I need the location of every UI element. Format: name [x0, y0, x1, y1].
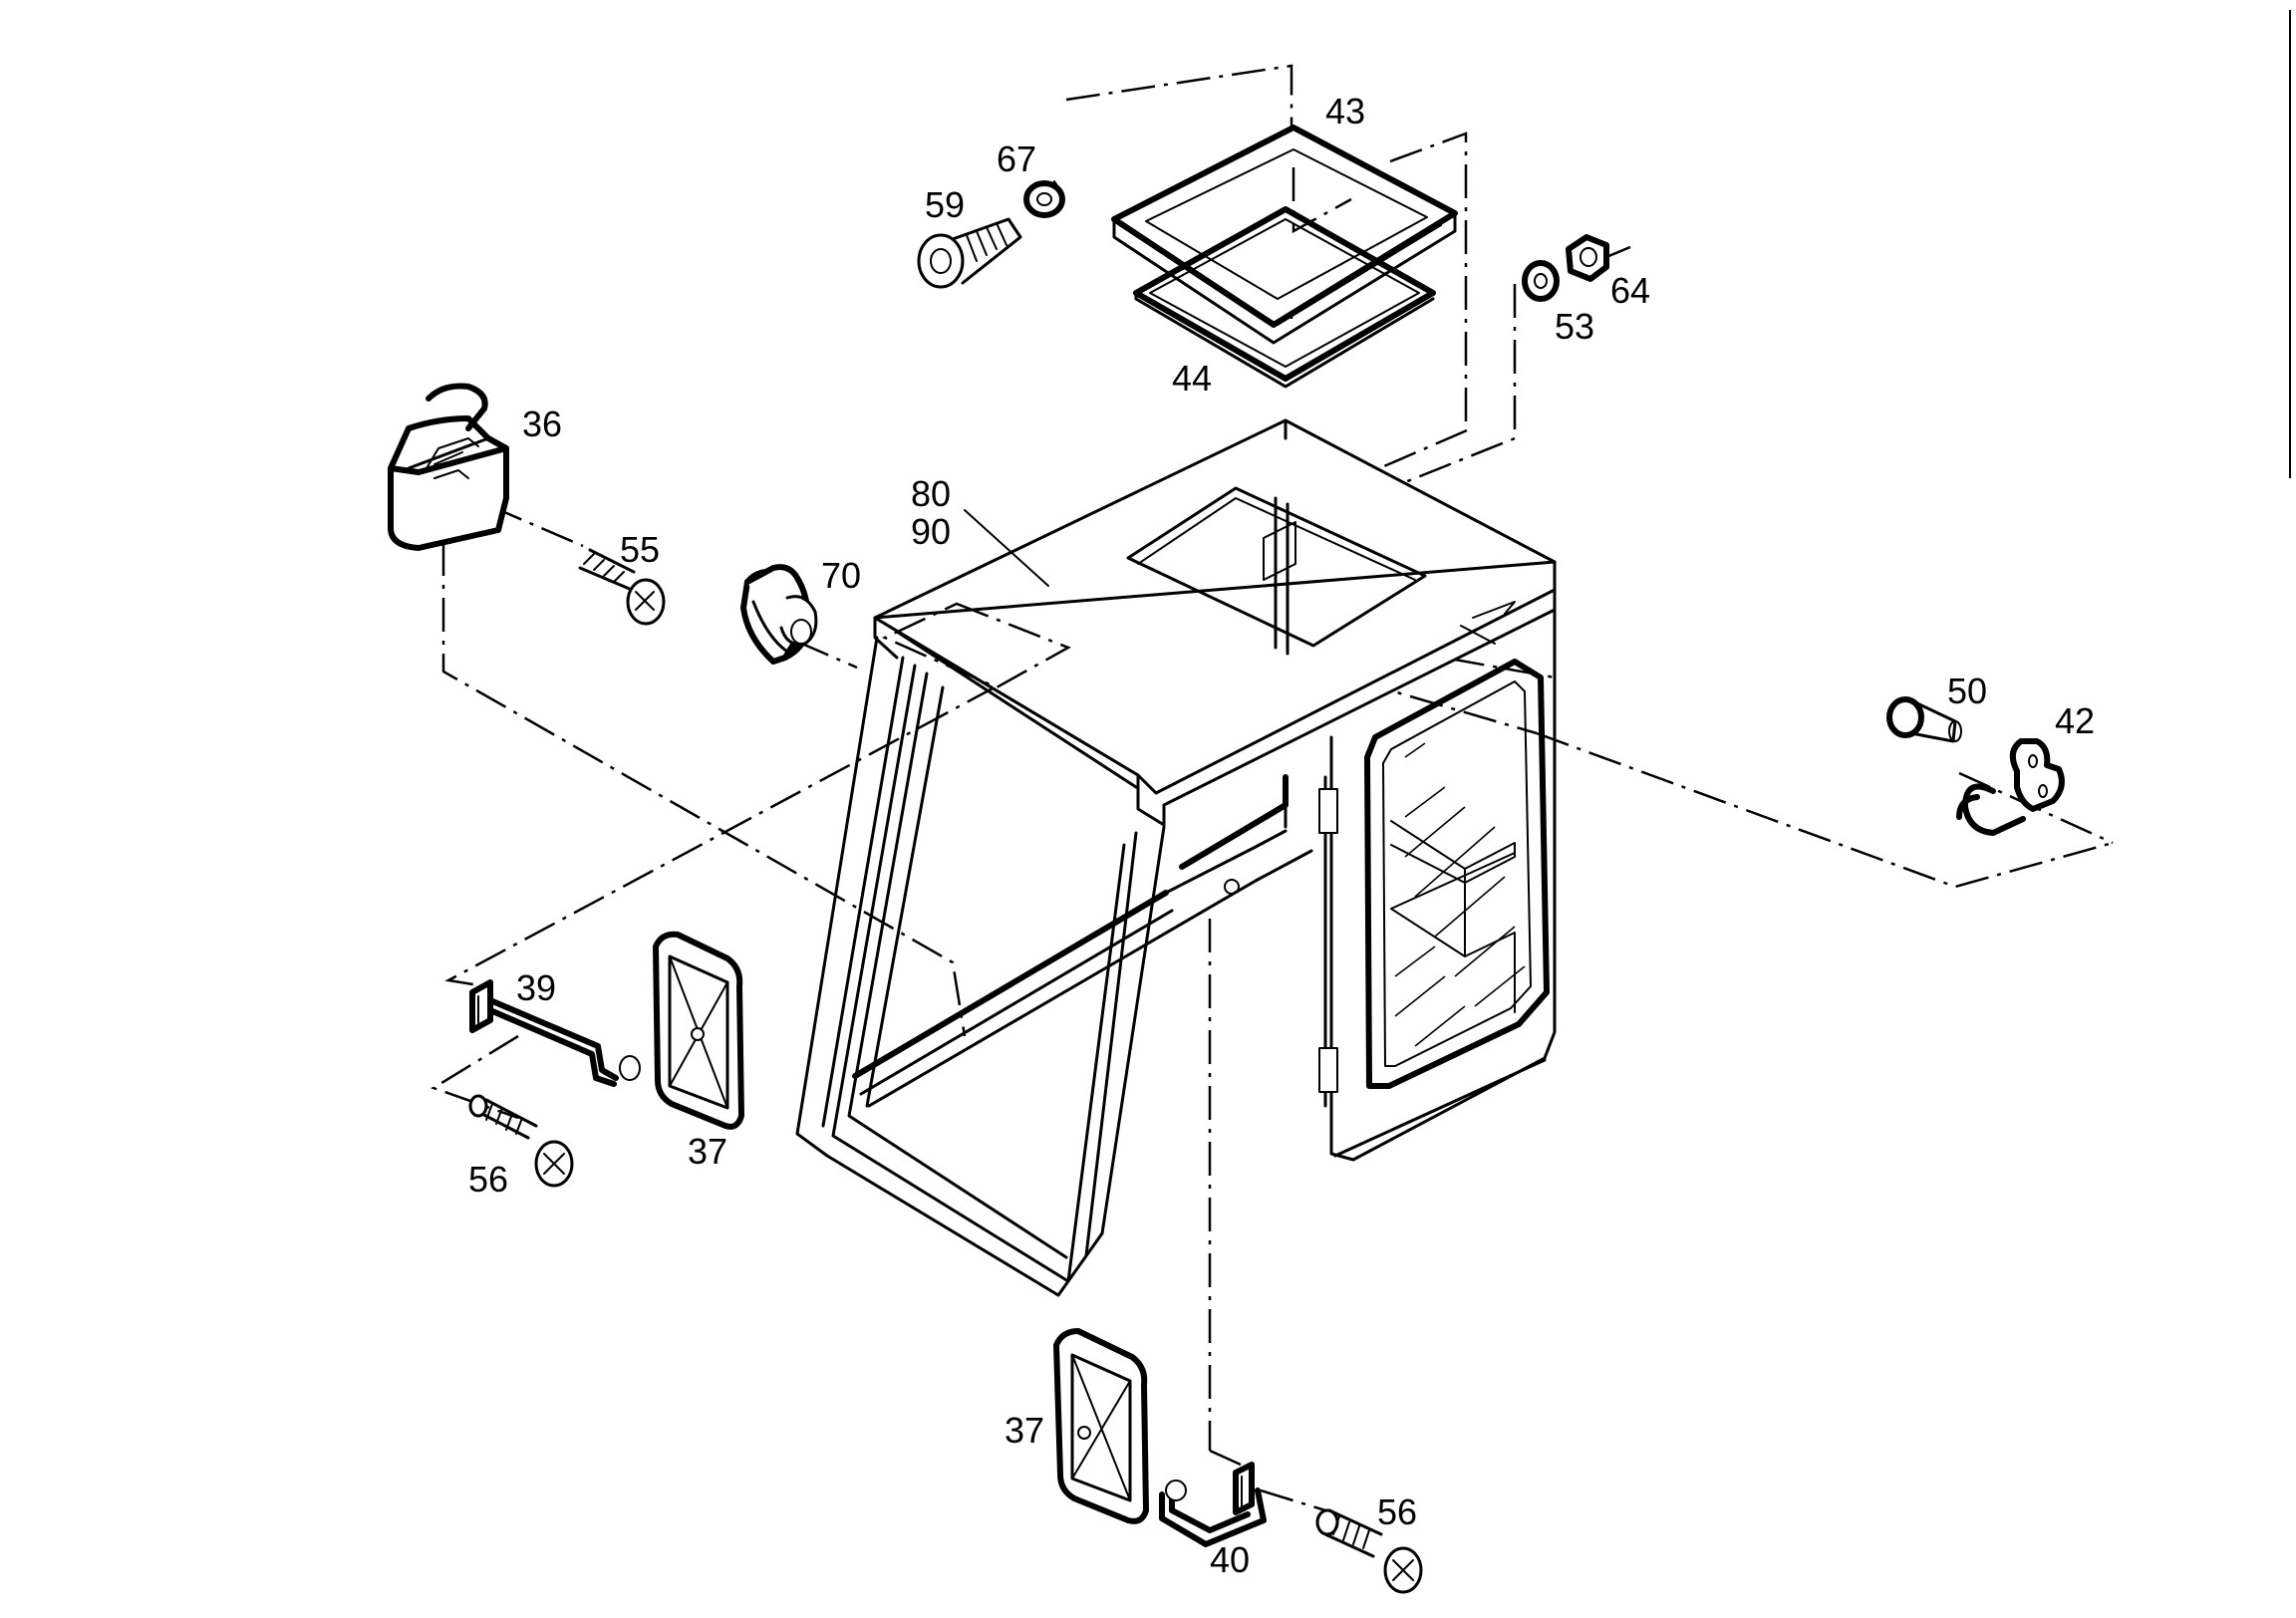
- callout-59: 59: [925, 184, 965, 225]
- rubber-mount-70: [740, 564, 818, 665]
- callout-55: 55: [620, 529, 660, 570]
- screw-56-right: [1315, 1508, 1423, 1594]
- callout-43: 43: [1325, 91, 1365, 132]
- hook-42: [1956, 738, 2065, 836]
- nut-64: [1566, 234, 1631, 282]
- cab-body: [873, 418, 1557, 827]
- callout-39: 39: [516, 967, 556, 1008]
- callout-50: 50: [1947, 671, 1987, 711]
- bolt-59: [917, 217, 1022, 289]
- label-ticks: [964, 180, 1059, 587]
- callout-42: 42: [2055, 700, 2095, 741]
- callout-37-lower: 37: [1004, 1410, 1044, 1451]
- screw-55: [578, 548, 666, 626]
- callout-67: 67: [997, 138, 1036, 179]
- callout-labels: 43 67 59 64 53 44 36 55 80 90 70 50 42 3…: [468, 91, 2095, 1580]
- callout-56-right: 56: [1377, 1491, 1417, 1532]
- interior-light-36: [388, 383, 509, 551]
- callout-70: 70: [821, 555, 861, 596]
- mirror-37-upper: [653, 931, 744, 1130]
- callout-44: 44: [1172, 358, 1212, 399]
- roof-hatch: [1111, 125, 1458, 345]
- callout-80: 80: [911, 473, 951, 514]
- washer-67: [1023, 180, 1065, 218]
- callout-56-left: 56: [468, 1159, 508, 1200]
- callout-64: 64: [1610, 270, 1650, 311]
- mirror-37-lower: [1053, 1328, 1149, 1524]
- cab-door: [1318, 608, 1557, 1162]
- mirror-bracket-39: [469, 979, 641, 1087]
- callout-90: 90: [911, 511, 951, 552]
- mirror-bracket-40: [1159, 1462, 1267, 1547]
- leader-lines: [430, 64, 2114, 1512]
- washer-53: [1522, 260, 1560, 302]
- callout-53: 53: [1555, 306, 1594, 347]
- pin-50: [1886, 696, 1962, 743]
- callout-36: 36: [522, 404, 562, 444]
- screw-56-left: [468, 1094, 574, 1188]
- callout-37-upper: 37: [688, 1131, 727, 1172]
- callout-40: 40: [1210, 1539, 1250, 1580]
- cab-frame-left: [795, 636, 1313, 1297]
- hatch-seal: [1133, 206, 1436, 389]
